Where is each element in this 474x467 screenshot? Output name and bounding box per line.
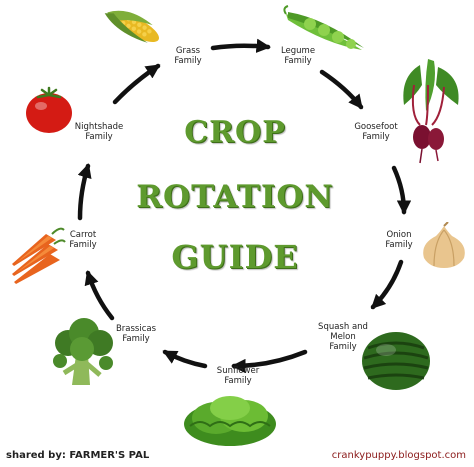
tomato-icon bbox=[26, 86, 72, 133]
carrot-icon bbox=[12, 227, 66, 284]
watermelon-icon bbox=[362, 332, 430, 390]
label-nightshade-family: Nightshade Family bbox=[74, 122, 124, 142]
label-carrot-family: Carrot Family bbox=[69, 230, 97, 250]
arrow-legume-to-goosefoot bbox=[319, 69, 364, 110]
footer-blog-url: crankypuppy.blogspot.com bbox=[331, 450, 466, 461]
arrow-goosefoot-to-onion bbox=[391, 165, 412, 215]
arrow-nightshade-to-grass bbox=[112, 63, 161, 105]
arrow-brassicas-to-carrot bbox=[84, 270, 115, 321]
arrow-squash-to-sunflower bbox=[231, 349, 308, 374]
onion-icon bbox=[423, 222, 465, 268]
arrow-carrot-to-nightshade bbox=[77, 163, 92, 221]
label-brassicas-family: Brassicas Family bbox=[115, 324, 157, 344]
label-grass-family: Grass Family bbox=[174, 46, 202, 66]
corn-icon bbox=[104, 10, 159, 43]
label-sunflower-family: Sunflower Family bbox=[216, 366, 260, 386]
label-squash-melon-family: Squash and Melon Family bbox=[318, 322, 368, 352]
label-legume-family: Legume Family bbox=[280, 46, 316, 66]
beet-icon bbox=[403, 59, 459, 164]
title-line-1: CROP bbox=[184, 115, 286, 150]
arrow-grass-to-legume bbox=[210, 38, 271, 53]
title-line-3: GUIDE bbox=[171, 238, 299, 276]
lettuce-icon bbox=[184, 396, 276, 446]
arrow-onion-to-squash bbox=[370, 259, 404, 310]
label-goosefoot-family: Goosefoot Family bbox=[354, 122, 398, 142]
label-onion-family: Onion Family bbox=[385, 230, 413, 250]
arrow-sunflower-to-brassicas bbox=[162, 349, 208, 369]
title-line-2: ROTATION bbox=[136, 179, 334, 215]
pea-pod-icon bbox=[283, 5, 364, 50]
footer-shared-by: shared by: FARMER'S PAL bbox=[6, 450, 150, 461]
broccoli-icon bbox=[53, 318, 113, 385]
